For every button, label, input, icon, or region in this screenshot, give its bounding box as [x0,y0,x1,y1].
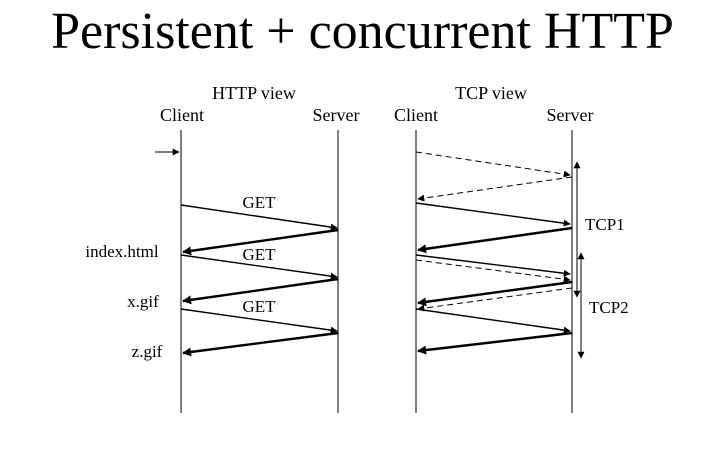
tcp-response-arrow [417,280,573,307]
http-client-label: Client [160,105,204,125]
tcp-request-arrow [415,254,571,277]
object-label-xgif: x.gif [127,292,159,311]
tcp-response-arrow [417,331,573,355]
get-label: GET [242,297,276,316]
tcp-view-heading: TCP view [455,83,527,103]
response-arrow [182,228,339,256]
tcp-request-arrow [415,308,571,334]
slide-title: Persistent + concurrent HTTP [51,3,674,60]
response-arrow [182,277,339,305]
get-label: GET [242,193,276,212]
object-label-zgif: z.gif [132,342,163,361]
tcp-server-label: Server [547,105,594,125]
get-label: GET [242,245,276,264]
http-view-heading: HTTP view [212,83,296,103]
object-label-index: index.html [85,242,158,261]
tcp2-label: TCP2 [589,298,629,317]
syn-arrow [415,151,571,178]
synack-arrow [417,287,573,312]
http-server-label: Server [313,105,360,125]
tcp-response-arrow [417,226,573,254]
synack-arrow [417,176,573,202]
get-request-arrow [180,308,338,334]
response-arrow [182,331,339,357]
tcp1-label: TCP1 [585,215,625,234]
get-request-arrow [180,254,338,280]
tcp-request-arrow [415,202,571,227]
syn-arrow [415,259,571,283]
get-request-arrow [180,204,338,231]
tcp-client-label: Client [394,105,438,125]
